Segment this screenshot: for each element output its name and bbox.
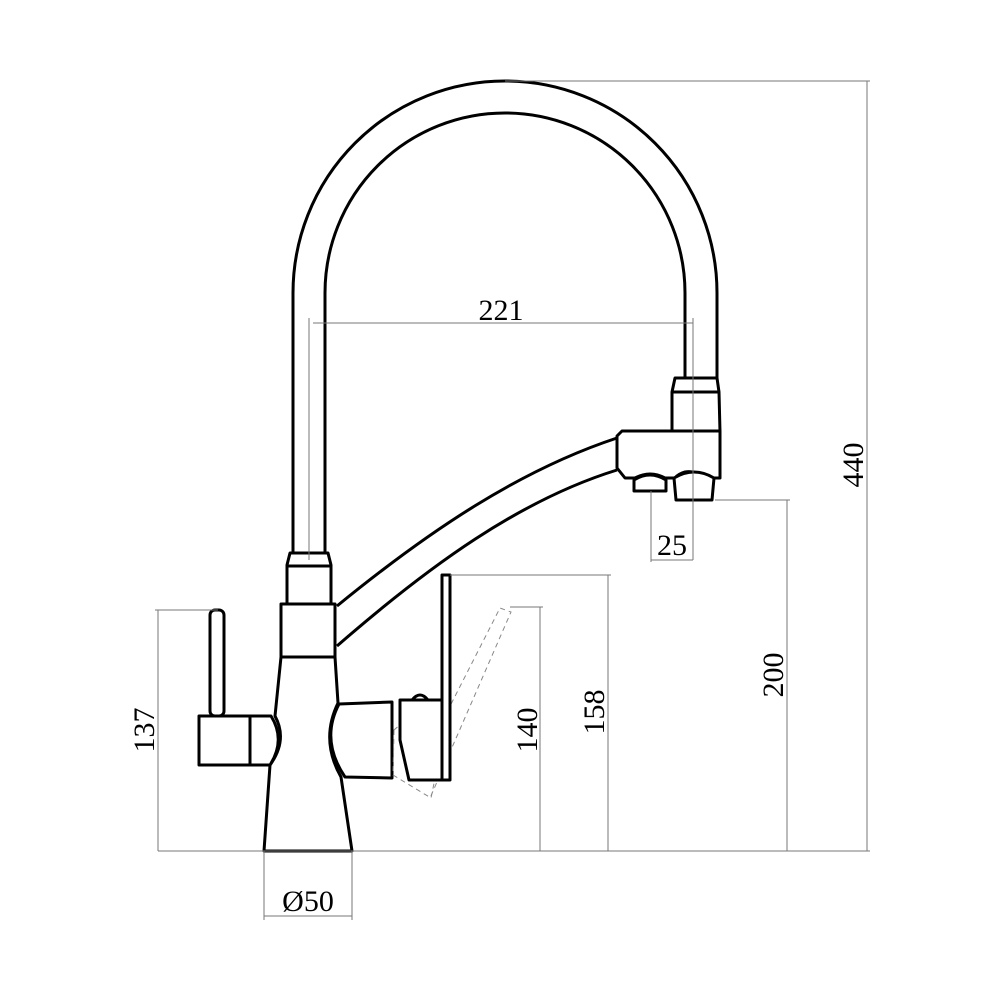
mixer-lever: [440, 573, 452, 782]
lever-open-handle-dashed: [429, 607, 512, 799]
dim-lever-open-height: 140: [511, 708, 544, 753]
lever-screw: [410, 693, 430, 702]
spout-arm: [336, 436, 618, 648]
mixer-cartridge: [329, 573, 512, 799]
filter-handle: [197, 608, 280, 767]
dim-spout-reach: 221: [479, 294, 524, 327]
lever-block: [398, 698, 444, 782]
dim-spout-outlet-height: 200: [757, 653, 790, 698]
dim-total-height: 440: [837, 443, 870, 488]
neck-ring: [279, 602, 337, 659]
dim-nozzle-spacing: 25: [657, 529, 687, 562]
dim-base-diameter: Ø50: [282, 885, 334, 918]
hose-sleeve: [285, 551, 333, 606]
large-nozzle: [672, 470, 716, 502]
spray-head: [615, 376, 722, 502]
dim-mixer-lever-height: 158: [578, 690, 611, 735]
small-nozzle: [632, 473, 668, 493]
dimensions: [155, 80, 870, 920]
dim-filter-handle-height: 137: [128, 708, 161, 753]
